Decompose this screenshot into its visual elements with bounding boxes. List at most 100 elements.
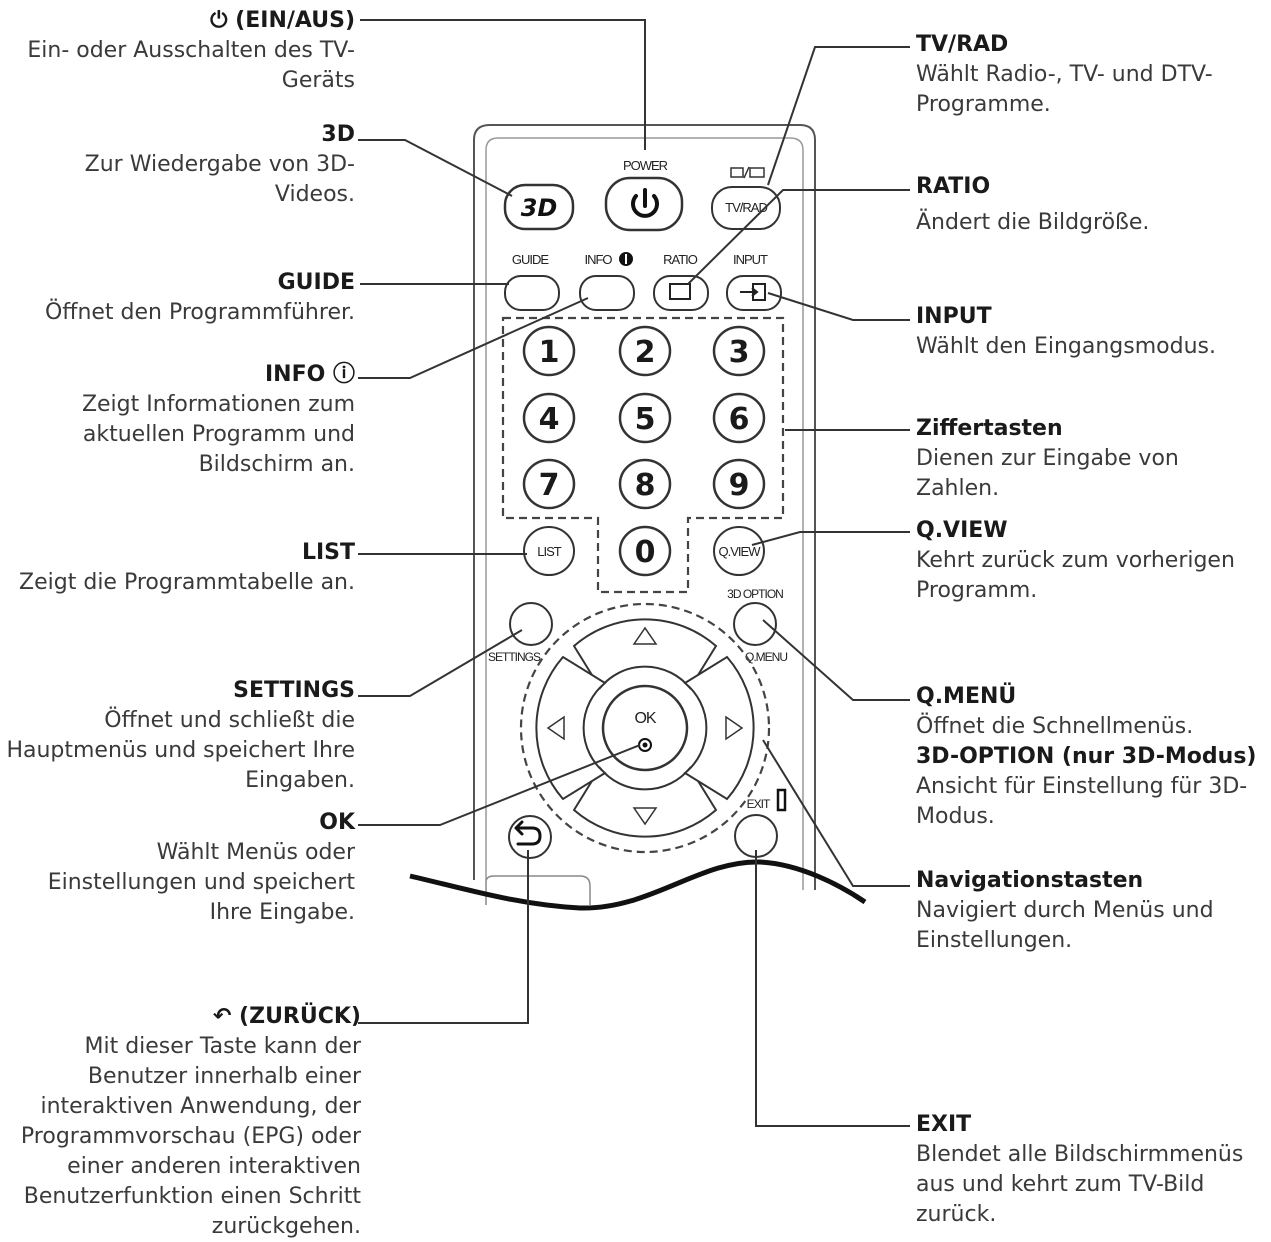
navigation-dashed-ring [519,602,771,854]
label-qview-title: Q.VIEW [916,518,1008,543]
3d-button[interactable] [503,183,575,231]
digit-9-button[interactable] [712,458,766,510]
label-exit-title: EXIT [916,1112,972,1137]
digit-1-label: 1 [539,335,560,370]
digit-1-button[interactable] [522,325,576,377]
digit-7-button[interactable] [522,458,576,510]
label-back-title: ↶ (ZURÜCK) [212,1004,361,1029]
label-tvrad: TV/RAD Wählt Radio-, TV- und DTV-Program… [916,30,1266,120]
label-settings-desc: Öffnet und schließt die Hauptmenüs und s… [6,708,355,793]
digit-3-label: 3 [729,335,750,370]
info-caption: INFO [584,252,612,267]
digits-dashed-region [501,316,785,594]
digit-4-button[interactable] [522,392,576,444]
label-qmenu: Q.MENÜ Öffnet die Schnellmenüs. 3D-OPTIO… [916,682,1266,832]
exit-caption: EXIT [747,797,771,811]
label-digits-desc: Dienen zur Eingabe von Zahlen. [916,446,1179,501]
label-3d-title: 3D [321,122,355,147]
input-icon [740,283,766,301]
label-power: ⏻ (EIN/AUS) Ein- oder Ausschalten des TV… [15,6,355,96]
label-tvrad-desc: Wählt Radio-, TV- und DTV-Programme. [916,62,1213,117]
qview-button-label: Q.VIEW [719,544,762,559]
digit-5-label: 5 [635,402,656,437]
label-back: ↶ (ZURÜCK) Mit dieser Taste kann der Ben… [1,1002,361,1242]
label-power-desc: Ein- oder Ausschalten des TV-Geräts [27,38,355,93]
qmenu-button[interactable] [733,602,777,646]
remote-body [473,124,816,905]
power-icon [631,188,659,218]
leader-tvrad [767,46,910,186]
label-list-desc: Zeigt die Programmtabelle an. [19,570,355,595]
nav-left-button[interactable] [535,655,607,801]
power-caption: POWER [623,158,668,173]
digit-8-button[interactable] [618,458,672,510]
label-nav-title: Navigationstasten [916,868,1144,893]
label-ok-desc: Wählt Menüs oder Einstellungen und speic… [47,840,355,925]
arrow-left-icon [546,715,565,741]
leader-ratio [687,189,910,285]
label-settings: SETTINGS Öffnet und schließt die Hauptme… [5,676,355,796]
label-guide: GUIDE Öffnet den Programmführer. [0,268,355,328]
label-ok-title: OK [319,810,355,835]
label-guide-title: GUIDE [277,270,355,295]
ratio-caption: RATIO [663,252,698,267]
navigation-pad [535,618,755,838]
ok-button-label: OK [634,710,656,727]
nav-down-button[interactable] [572,766,718,838]
label-input-title: INPUT [916,304,992,329]
exit-door-icon [776,788,787,812]
label-qmenu-desc: Öffnet die Schnellmenüs. [916,714,1194,739]
label-nav: Navigationstasten Navigiert durch Menüs … [916,866,1266,956]
leader-power [360,19,646,150]
label-3d-option-desc: Ansicht für Einstellung für 3D-Modus. [916,774,1248,829]
tvrad-button[interactable] [711,186,781,230]
label-ratio-desc: Ändert die Bildgröße. [916,210,1150,235]
label-info-desc: Zeigt Informationen zum aktuellen Progra… [81,392,355,477]
guide-caption: GUIDE [512,252,550,267]
label-qview: Q.VIEW Kehrt zurück zum vorherigen Progr… [916,516,1266,606]
digit-0-button[interactable] [618,525,672,577]
label-power-title: ⏻ (EIN/AUS) [210,8,355,33]
digit-buttons: 1 2 3 4 5 6 7 8 9 0 [522,325,766,577]
qview-button[interactable] [713,526,765,576]
label-qview-desc: Kehrt zurück zum vorherigen Programm. [916,548,1235,603]
info-icon [619,252,633,266]
label-3d: 3D Zur Wiedergabe von 3D-Videos. [55,120,355,210]
back-arrow-icon [514,820,542,846]
label-3d-option-title: 3D-OPTION (nur 3D-Modus) [916,744,1257,769]
leader-exit [755,850,910,1127]
leader-ok [358,744,641,826]
ratio-button[interactable] [653,275,709,311]
leader-input [767,292,910,321]
label-digits: Ziffertasten Dienen zur Eingabe von Zahl… [916,414,1236,504]
digit-2-button[interactable] [618,325,672,377]
label-tvrad-title: TV/RAD [916,32,1009,57]
guide-button[interactable] [504,275,560,311]
nav-right-button[interactable] [683,655,755,801]
label-list: LIST Zeigt die Programmtabelle an. [5,538,355,598]
list-button[interactable] [523,526,575,576]
label-info: INFO ⓘ Zeigt Informationen zum aktuellen… [25,360,355,480]
label-qmenu-title: Q.MENÜ [916,684,1017,709]
settings-button[interactable] [509,602,553,646]
label-info-title: INFO ⓘ [265,362,355,387]
label-nav-desc: Navigiert durch Menüs und Einstellungen. [916,898,1214,953]
arrow-right-icon [725,715,744,741]
nav-up-button[interactable] [572,618,718,690]
ok-button[interactable] [601,684,689,772]
digit-4-label: 4 [539,402,560,437]
label-input-desc: Wählt den Eingangsmodus. [916,334,1216,359]
digit-6-label: 6 [729,402,750,437]
leader-3d [358,139,513,197]
back-button[interactable] [508,815,552,859]
info-button[interactable] [579,275,635,311]
digit-3-button[interactable] [712,325,766,377]
digit-5-button[interactable] [618,392,672,444]
arrow-up-icon [632,626,658,645]
leader-lines [358,19,910,1127]
label-exit: EXIT Blendet alle Bildschirmmenüs aus un… [916,1110,1266,1230]
label-input: INPUT Wählt den Eingangsmodus. [916,302,1266,362]
label-ratio-title: RATIO [916,174,991,199]
digit-6-button[interactable] [712,392,766,444]
